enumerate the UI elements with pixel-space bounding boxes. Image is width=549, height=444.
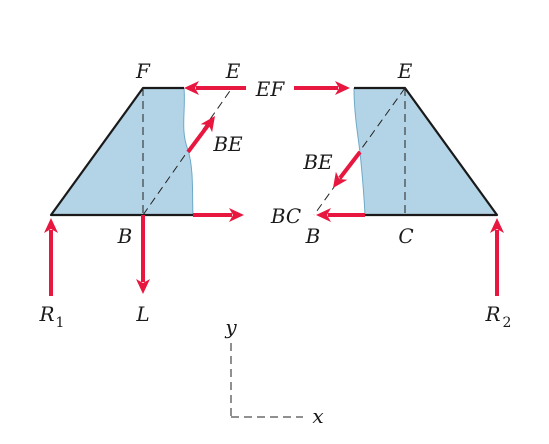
force-reaction-r2 (490, 218, 504, 296)
label-bc: BC (270, 204, 301, 228)
force-bc-right (316, 208, 365, 222)
left-truss-outline (49, 86, 193, 217)
force-ef-right (294, 81, 350, 95)
right-section-shading (354, 88, 497, 215)
force-be-left (186, 111, 221, 154)
label-r1: R 1 (38, 302, 64, 331)
force-load-l (136, 215, 150, 294)
force-reaction-r1 (44, 218, 58, 296)
member-be-dashed-right (313, 87, 406, 216)
label-r2-sub: 2 (503, 315, 512, 331)
coordinate-axes: y x (224, 315, 323, 428)
right-truss-outline (354, 86, 499, 217)
label-be-right: BE (302, 150, 333, 174)
axis-y-label: y (224, 315, 237, 339)
label-r1-sub: 1 (56, 315, 65, 331)
label-r1-main: R (38, 302, 54, 326)
label-e-left: E (225, 59, 241, 83)
label-r2: R 2 (484, 302, 511, 331)
label-r2-main: R (484, 302, 500, 326)
label-be-left: BE (212, 132, 243, 156)
force-ef-left (184, 81, 246, 95)
axis-x-label: x (312, 404, 323, 428)
left-section-shading (51, 88, 193, 215)
label-l: L (135, 302, 149, 326)
force-bc-left (193, 208, 244, 222)
label-ef: EF (255, 77, 286, 101)
label-b-left: B (117, 224, 133, 248)
right-section (313, 86, 499, 217)
label-e-right: E (397, 59, 413, 83)
left-section (49, 86, 233, 217)
label-b-right: B (305, 224, 321, 248)
force-be-right (327, 150, 362, 193)
label-f: F (135, 59, 151, 83)
right-cut-edge (353, 87, 366, 216)
label-c: C (398, 224, 413, 248)
